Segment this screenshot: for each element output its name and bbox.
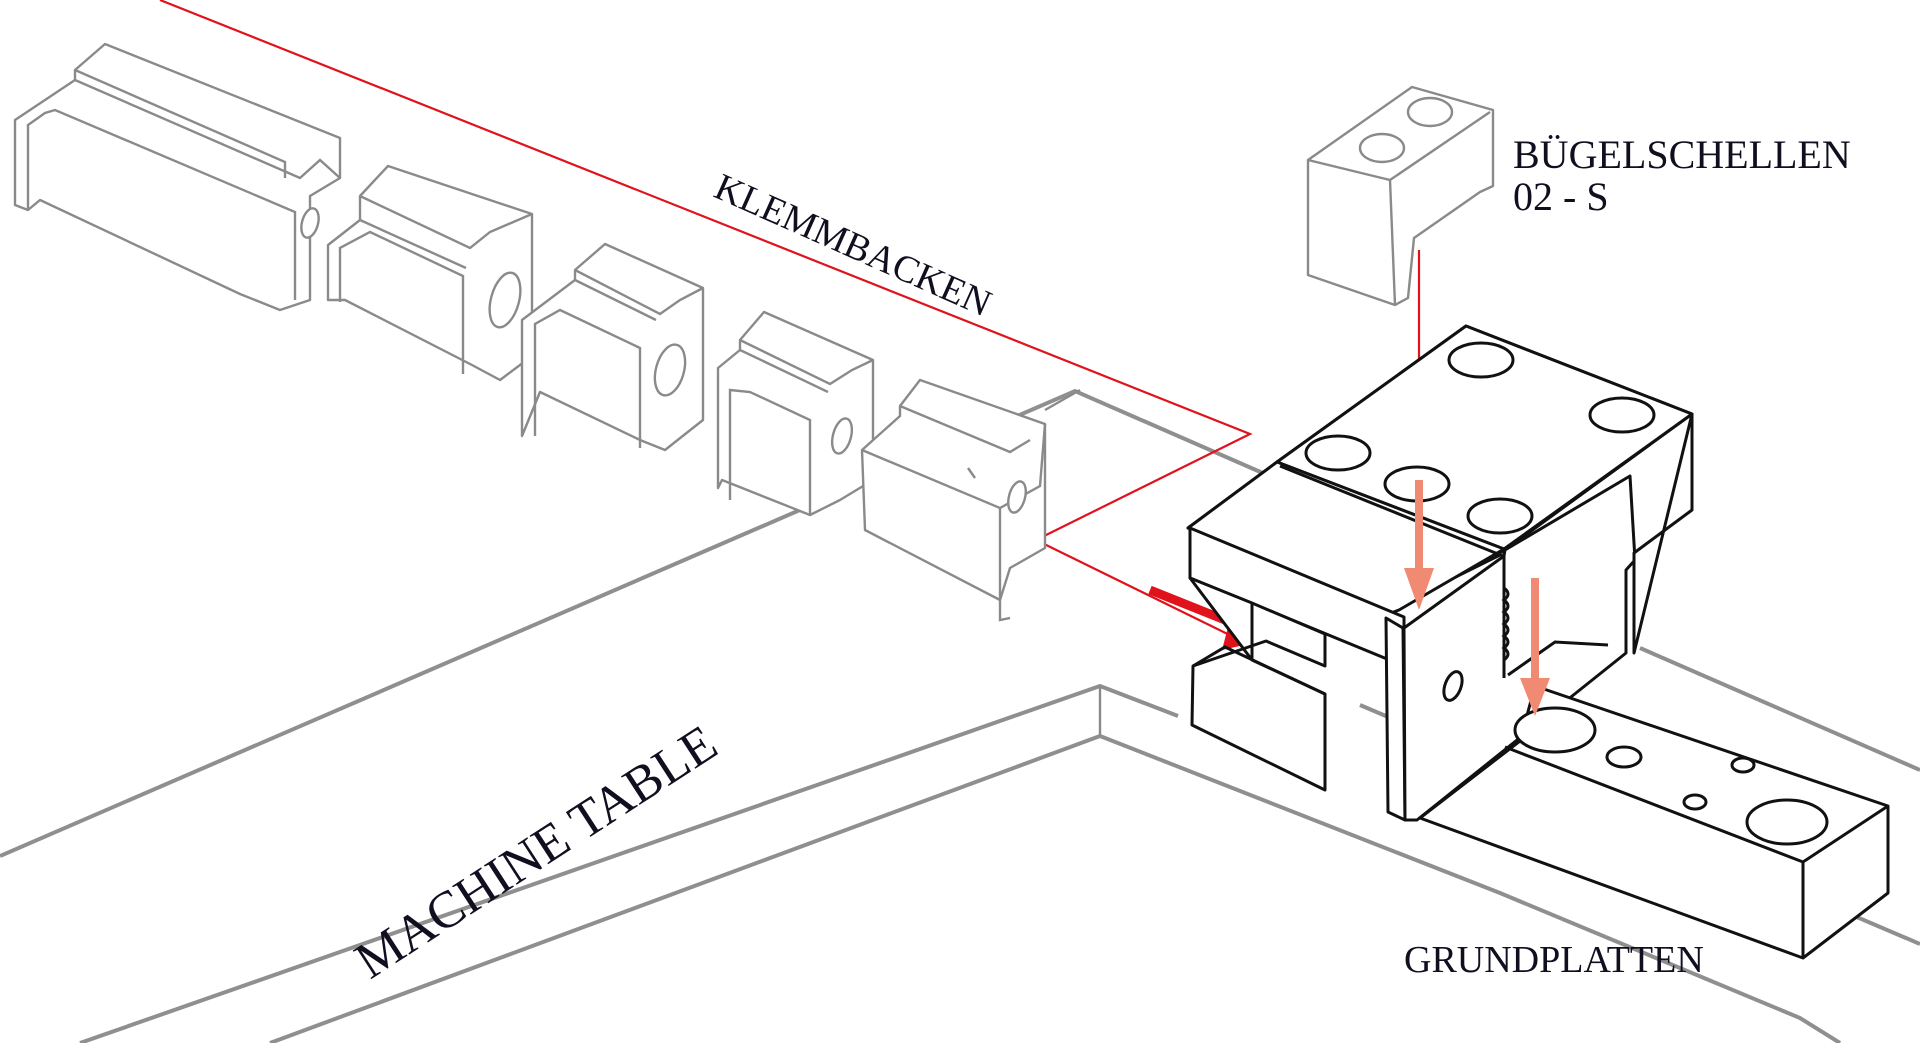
mounting-hole [1466, 497, 1534, 535]
mount-arrow-icon [1404, 480, 1434, 610]
base-plates-label: GRUNDPLATTEN [1404, 939, 1704, 981]
mounting-hole [1304, 434, 1372, 472]
mounting-hole [1745, 798, 1829, 846]
mounting-hole [1730, 756, 1756, 774]
clamping-jaw-1 [13, 42, 342, 312]
machine-table-label: MACHINE TABLE [345, 715, 727, 991]
mounting-hole [1588, 396, 1656, 434]
base-plate [1418, 684, 1890, 960]
mounting-hole [1513, 706, 1597, 754]
mounting-hole [1605, 745, 1643, 769]
bracket-clamps-label: BÜGELSCHELLEN [1513, 132, 1851, 177]
mounting-hole [1447, 341, 1515, 379]
clamping-jaw-4 [716, 310, 875, 517]
mounting-hole [1682, 793, 1708, 811]
table-back-edge-right [1639, 646, 1920, 772]
clamping-jaws-label: KLEMMBACKEN [708, 166, 997, 325]
table-lower-front-edge [269, 733, 1842, 1043]
bracket-clamps-model-label: 02 - S [1513, 174, 1609, 219]
clamping-jaw-2 [326, 164, 534, 382]
bracket-clamp [1306, 85, 1495, 480]
clamp-body [1186, 324, 1694, 822]
table-top-front-edge [79, 683, 1179, 1043]
table-back-edge [0, 388, 1266, 858]
clamping-jaw-3 [520, 242, 705, 452]
clamping-jaws-leader-line [159, 0, 1253, 646]
mount-arrow-icon [1520, 578, 1550, 716]
clamping-jaw-5 [860, 378, 1081, 622]
